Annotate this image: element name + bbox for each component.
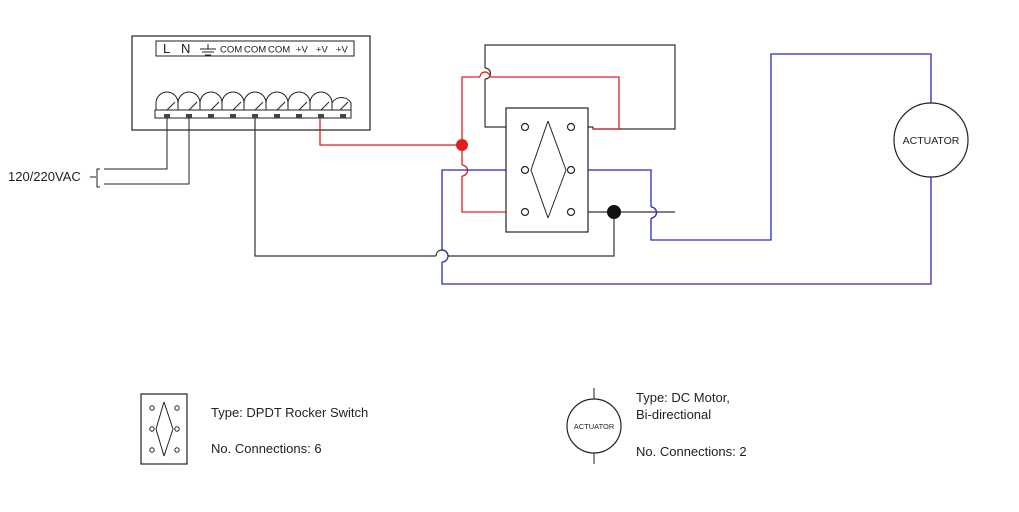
- wire-com-negative: [254, 118, 436, 257]
- actuator-label: ACTUATOR: [903, 135, 960, 147]
- junction-negative: [607, 205, 621, 219]
- legend-switch-type: Type: DPDT Rocker Switch: [211, 405, 368, 420]
- terminal-label-v-2: +V: [316, 45, 329, 56]
- wire-v-positive: [319, 118, 462, 146]
- terminal-label-com-3: COM: [268, 45, 290, 56]
- power-supply: L N COM COM COM +V +V +V: [131, 35, 371, 131]
- wire-actuator-b: [441, 169, 525, 250]
- actuator-motor: ACTUATOR: [893, 102, 969, 178]
- wire-switch-top-right-loop: [484, 44, 676, 130]
- switch-terminal: [566, 165, 576, 175]
- dpdt-switch: [505, 107, 589, 233]
- legend-switch-connections: No. Connections: 6: [211, 441, 322, 456]
- terminal-label-l: L: [163, 41, 170, 56]
- ac-input: 120/220VAC: [8, 118, 190, 188]
- switch-terminal: [520, 165, 530, 175]
- terminal-contacts: [164, 114, 346, 118]
- wire-red-top: [461, 76, 480, 145]
- terminal-label-com-2: COM: [244, 45, 266, 56]
- legend-motor-symbol: [566, 398, 622, 454]
- red-wires: [319, 71, 620, 213]
- switch-terminal: [566, 207, 576, 217]
- legend-switch-symbol: [140, 393, 188, 465]
- terminal-label-v-1: +V: [296, 45, 309, 56]
- terminal-label-n: N: [181, 41, 190, 56]
- switch-terminal: [566, 122, 576, 132]
- ground-icon: [200, 44, 216, 56]
- legend-switch: Type: DPDT Rocker Switch No. Connections…: [140, 393, 368, 465]
- wire-ac-neutral: [104, 118, 190, 185]
- legend-motor-type-line1: Type: DC Motor,: [636, 390, 730, 405]
- switch-terminal: [520, 122, 530, 132]
- black-wires: [254, 44, 676, 257]
- terminal-label-v-3: +V: [336, 45, 349, 56]
- blue-wires: [441, 53, 932, 285]
- wire-actuator-a: [571, 169, 652, 207]
- legend-motor-symbol-label: ACTUATOR: [574, 422, 615, 431]
- legend-motor: ACTUATOR Type: DC Motor, Bi-directional …: [566, 388, 747, 464]
- ac-input-label: 120/220VAC: [8, 169, 81, 184]
- legend-motor-connections: No. Connections: 2: [636, 444, 747, 459]
- terminal-label-com-1: COM: [220, 45, 242, 56]
- legend-motor-type-line2: Bi-directional: [636, 407, 711, 422]
- actuator-motor-body: [893, 102, 969, 178]
- terminal-screws: [155, 91, 352, 111]
- switch-terminal: [520, 207, 530, 217]
- dpdt-switch-body: [505, 107, 589, 233]
- wire-ac-line: [104, 118, 168, 170]
- junction-positive: [456, 139, 468, 151]
